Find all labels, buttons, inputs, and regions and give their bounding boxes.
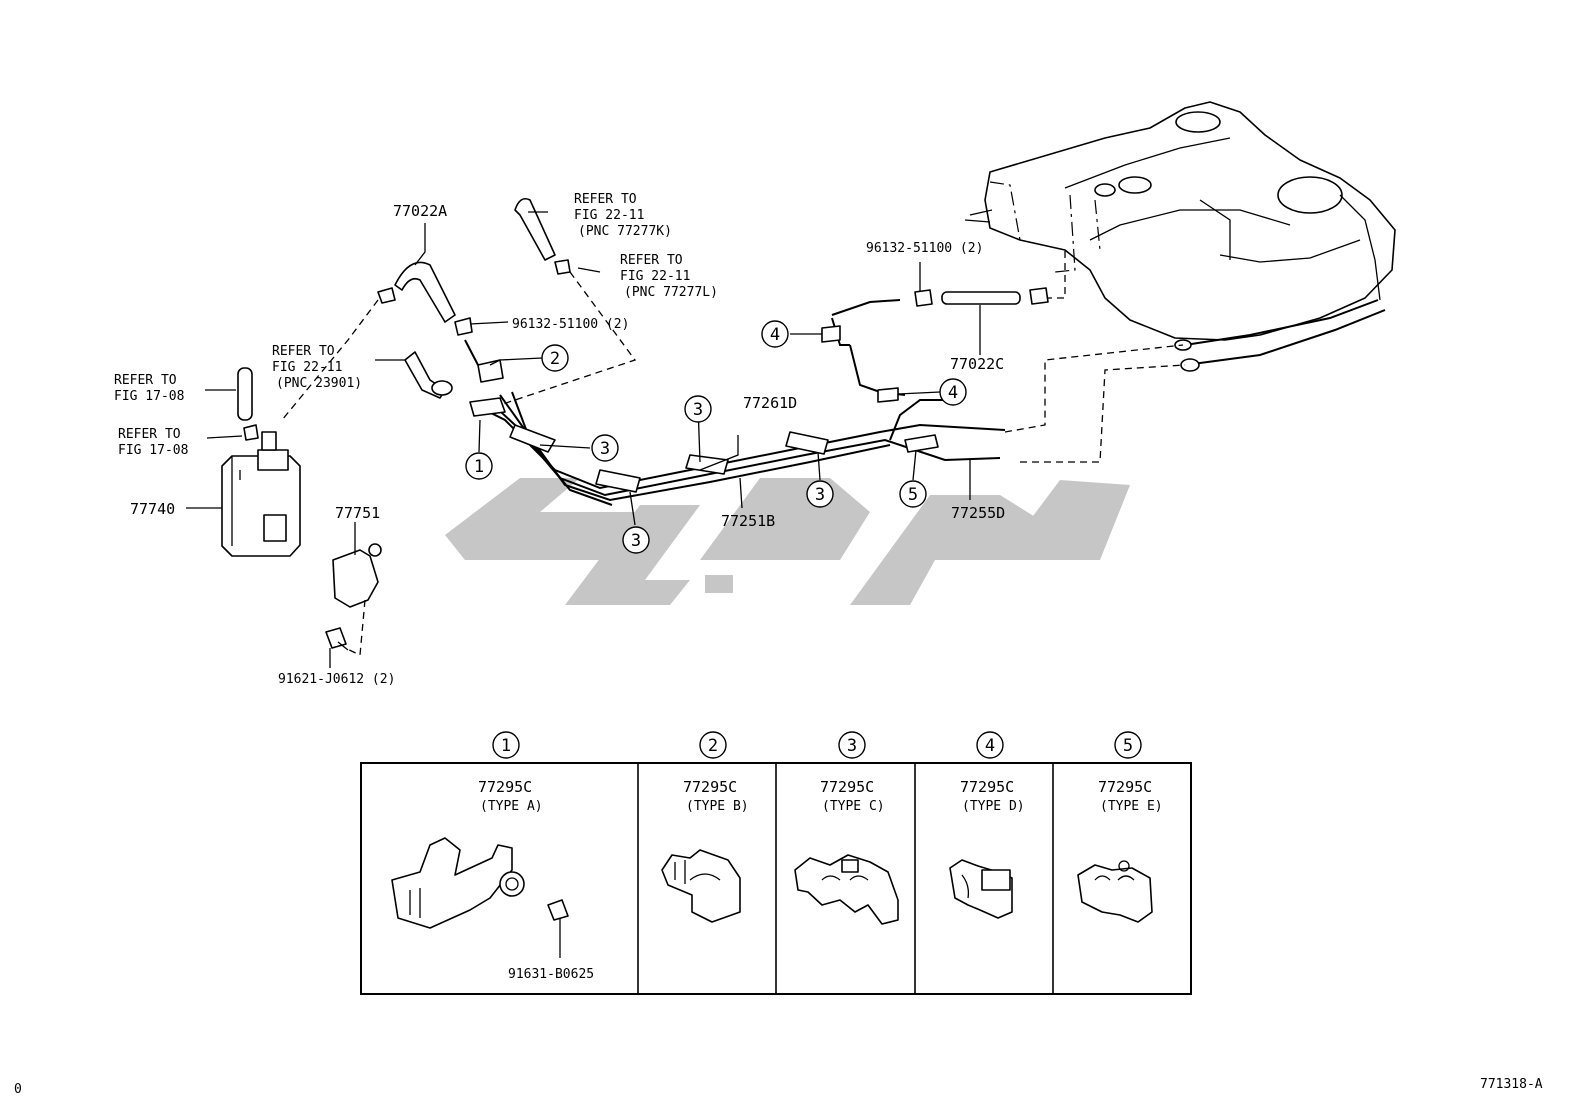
refer-17-08-b-line1: REFER TO (118, 427, 181, 442)
callout-2: 2 (541, 344, 569, 372)
callout-3-a: 3 (591, 434, 619, 462)
panel-1-type: (TYPE A) (480, 799, 543, 814)
callout-4-b: 4 (939, 378, 967, 406)
label-bolt-91621: 91621-J0612 (2) (278, 672, 395, 687)
panel-2-number: 2 (699, 731, 727, 759)
panel-3-part: 77295C (820, 778, 874, 796)
refer-77277L-line3: (PNC 77277L) (624, 285, 718, 300)
callout-4-a: 4 (761, 320, 789, 348)
panel-1-number: 1 (492, 731, 520, 759)
panel-3-type: (TYPE C) (822, 799, 885, 814)
svg-text:1: 1 (474, 457, 484, 477)
left-parts (221, 197, 571, 651)
panel-4-part: 77295C (960, 778, 1014, 796)
svg-text:3: 3 (847, 736, 857, 756)
callout-5: 5 (899, 480, 927, 508)
svg-text:5: 5 (1123, 736, 1133, 756)
svg-text:4: 4 (948, 383, 958, 403)
callout-3-d: 3 (806, 480, 834, 508)
callout-3-c: 3 (622, 526, 650, 554)
panel-5-part: 77295C (1098, 778, 1152, 796)
part-labels: 77022A REFER TO FIG 22-11 (PNC 77277K) R… (14, 192, 1543, 1097)
watermark-logo (445, 478, 1130, 605)
corner-mark: 0 (14, 1082, 22, 1097)
refer-23901-line3: (PNC 23901) (276, 376, 362, 391)
svg-text:3: 3 (815, 485, 825, 505)
refer-23901-line2: FIG 22-11 (272, 360, 342, 375)
fuel-lines (469, 291, 1021, 506)
refer-77277K-line1: REFER TO (574, 192, 637, 207)
panel-4-number: 4 (976, 731, 1004, 759)
label-clamp-left: 96132-51100 (2) (512, 317, 629, 332)
label-clamp-right: 96132-51100 (2) (866, 241, 983, 256)
svg-text:1: 1 (501, 736, 511, 756)
detail-panels: 1 2 3 4 5 77295C (TYPE A) 91631-B0625 77… (360, 731, 1192, 995)
refer-77277K-line2: FIG 22-11 (574, 208, 644, 223)
label-77022C: 77022C (950, 355, 1004, 373)
panel-5-type: (TYPE E) (1100, 799, 1163, 814)
refer-77277L-line1: REFER TO (620, 253, 683, 268)
callout-3-b: 3 (684, 395, 712, 423)
label-77261D: 77261D (743, 394, 797, 412)
panel-1-part: 77295C (478, 778, 532, 796)
panel-3-number: 3 (838, 731, 866, 759)
svg-text:3: 3 (693, 400, 703, 420)
panel-1-bolt: 91631-B0625 (508, 967, 594, 982)
svg-text:4: 4 (985, 736, 995, 756)
svg-text:2: 2 (550, 349, 560, 369)
svg-text:5: 5 (908, 485, 918, 505)
svg-text:3: 3 (631, 531, 641, 551)
panel-4-type: (TYPE D) (962, 799, 1025, 814)
label-77255D: 77255D (951, 504, 1005, 522)
refer-77277K-line3: (PNC 77277K) (578, 224, 672, 239)
svg-text:3: 3 (600, 439, 610, 459)
leader-lines (186, 211, 1186, 668)
fuel-tank (964, 101, 1396, 372)
panel-2-type: (TYPE B) (686, 799, 749, 814)
refer-17-08-b-line2: FIG 17-08 (118, 443, 188, 458)
refer-23901-line1: REFER TO (272, 344, 335, 359)
refer-77277L-line2: FIG 22-11 (620, 269, 690, 284)
label-77022A: 77022A (393, 202, 447, 220)
svg-text:2: 2 (708, 736, 718, 756)
label-77740: 77740 (130, 500, 175, 518)
panel-2-part: 77295C (683, 778, 737, 796)
label-77751: 77751 (335, 504, 380, 522)
svg-text:4: 4 (770, 325, 780, 345)
panel-5-number: 5 (1114, 731, 1142, 759)
refer-17-08-a-line2: FIG 17-08 (114, 389, 184, 404)
diagram-callouts: 1 2 3 3 3 3 4 4 5 (465, 320, 967, 554)
refer-17-08-a-line1: REFER TO (114, 373, 177, 388)
callout-1: 1 (465, 452, 493, 480)
figure-code: 771318-A (1480, 1077, 1543, 1092)
label-77251B: 77251B (721, 512, 775, 530)
